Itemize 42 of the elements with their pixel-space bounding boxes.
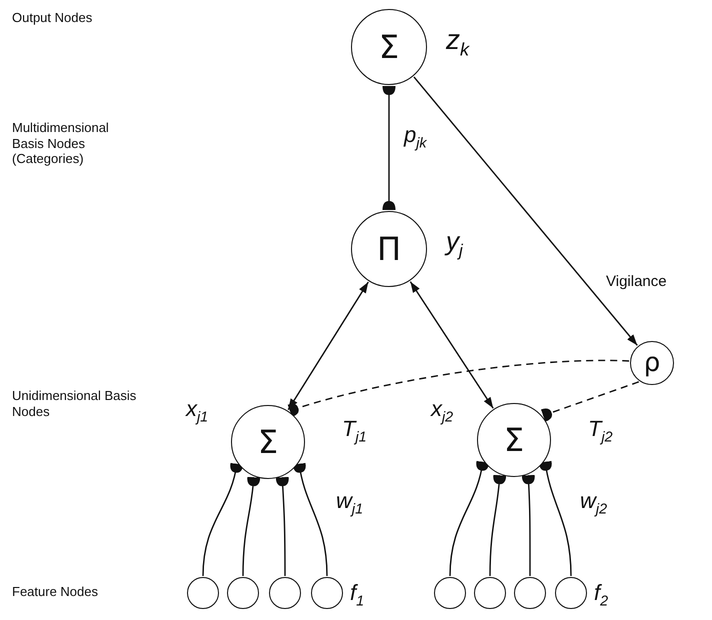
operator-node: Π [351,211,427,287]
edge-label: T$_{j1}$ [342,418,367,445]
synapse-connector [449,460,490,576]
arrow [288,282,369,410]
operator-node: Σ [477,403,551,477]
node-annotation: w$_{j1}$ [336,490,364,517]
synapse-connector [489,474,506,576]
layer-label: Unidimensional Basis Nodes [12,388,137,420]
edge-label: T$_{j2}$ [588,418,613,445]
arrow [413,76,638,346]
synapse-connector [292,462,328,576]
synapse-connector [522,474,535,576]
feature-node [187,577,219,609]
node-annotation: z$_{k}$ [446,26,470,59]
feature-node [514,577,546,609]
node-annotation: f$_{2}$ [594,582,608,609]
synapse-connector [540,381,640,422]
synapse-connector [382,86,396,210]
node-annotation: f$_{1}$ [350,582,364,609]
operator-node: Σ [231,405,305,479]
operator-node: ρ [630,341,674,385]
feature-node [434,577,466,609]
operator-node: Σ [351,9,427,85]
layer-label: Multidimensional Basis Nodes (Categories) [12,120,110,167]
node-annotation: x$_{j2}$ [431,398,454,425]
synapse-connector [288,360,630,418]
synapse-connector [202,462,244,576]
synapse-connector [276,476,289,576]
feature-node [269,577,301,609]
node-annotation: y$_{j}$ [446,228,463,260]
node-annotation: w$_{j2}$ [580,490,608,517]
feature-node [474,577,506,609]
feature-node [555,577,587,609]
synapse-connector [242,476,260,576]
layer-label: Feature Nodes [12,584,99,600]
arrow [410,281,494,409]
node-annotation: x$_{j1}$ [186,398,208,425]
feature-node [311,577,343,609]
node-annotation: Vigilance [606,274,667,289]
feature-node [227,577,259,609]
synapse-connector [538,460,572,576]
layer-label: Output Nodes [12,10,94,26]
